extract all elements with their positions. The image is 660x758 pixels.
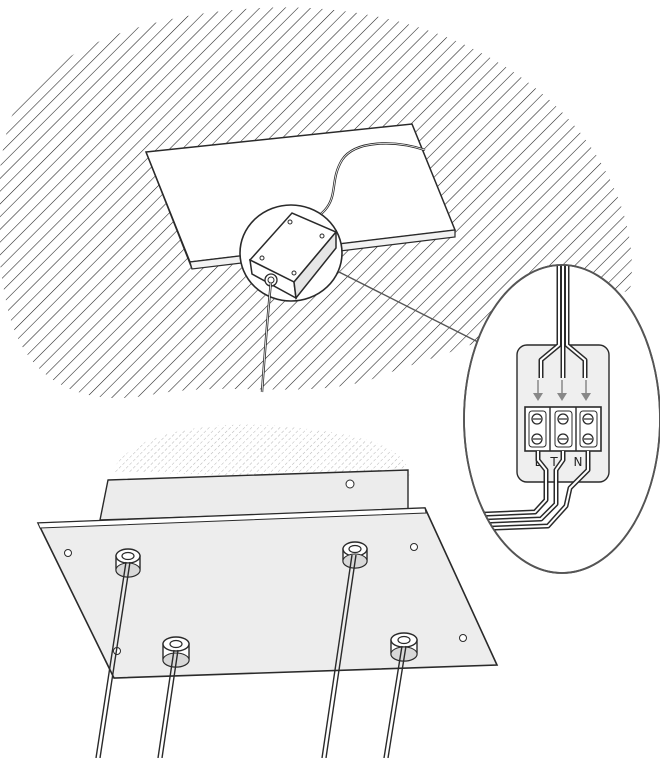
insert-arrows — [533, 380, 591, 401]
suspension-wires — [95, 554, 407, 758]
cable-gripper-back-right — [390, 632, 418, 662]
terminal-label-t: T — [549, 455, 558, 469]
terminal-label-n: N — [574, 455, 583, 469]
cable-gripper-front-left — [115, 548, 141, 578]
junction-box — [248, 212, 338, 300]
outgoing-wires — [464, 451, 591, 533]
terminal-block — [524, 406, 602, 452]
cable-gripper-back-left — [162, 636, 190, 668]
detail-zoom-terminal: L T N — [463, 264, 660, 574]
canopy-plate — [36, 507, 499, 679]
canopy-shadow — [112, 424, 410, 480]
callout-leader-line — [338, 271, 479, 343]
incoming-wires — [538, 265, 588, 378]
